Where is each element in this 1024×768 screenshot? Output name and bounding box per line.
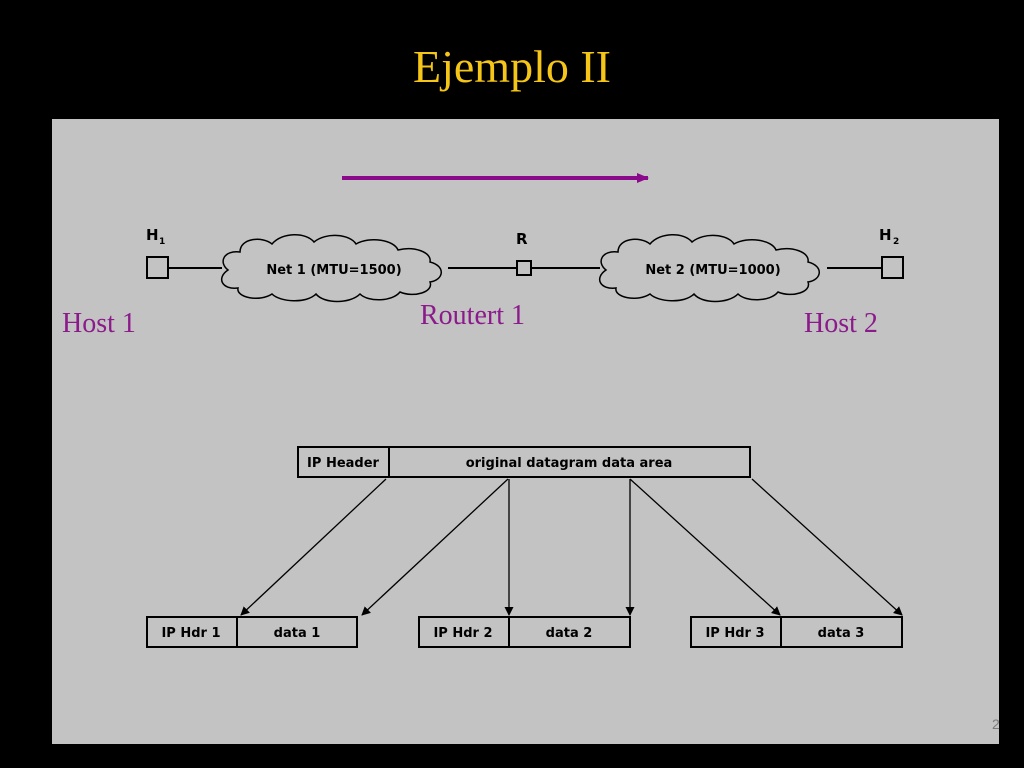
fragment-1: IP Hdr 1 data 1: [146, 616, 358, 648]
fragment-3: IP Hdr 3 data 3: [690, 616, 903, 648]
diagram-panel: [52, 119, 999, 744]
fragment-2: IP Hdr 2 data 2: [418, 616, 631, 648]
fragment-2-header: IP Hdr 2: [433, 626, 492, 641]
h2-label: H: [879, 226, 892, 244]
datagram-data-area: original datagram data area: [466, 456, 673, 471]
net2-cloud: Net 2 (MTU=1000): [598, 234, 820, 303]
fragment-1-header: IP Hdr 1: [161, 626, 220, 641]
h1-subscript: 1: [159, 237, 165, 247]
fragment-3-data: data 3: [818, 626, 865, 641]
router1-caption: Routert 1: [420, 300, 525, 331]
datagram-header: IP Header: [307, 456, 379, 471]
router-letter: R: [516, 230, 528, 248]
original-datagram: IP Header original datagram data area: [297, 446, 751, 478]
h2-subscript: 2: [893, 237, 899, 247]
fragment-1-data: data 1: [274, 626, 321, 641]
net2-label: Net 2 (MTU=1000): [645, 263, 780, 278]
net1-cloud: Net 1 (MTU=1500): [220, 234, 442, 303]
fragment-2-data: data 2: [546, 626, 593, 641]
fragment-arrows: [240, 478, 903, 616]
host2-node: [881, 256, 904, 279]
net1-label: Net 1 (MTU=1500): [266, 263, 401, 278]
fragment-3-header: IP Hdr 3: [705, 626, 764, 641]
router-node: [516, 260, 532, 276]
slide-title: Ejemplo II: [413, 41, 611, 92]
host1-node: [146, 256, 169, 279]
page-number: 2: [992, 716, 1000, 732]
host1-caption: Host 1: [62, 308, 136, 339]
host2-caption: Host 2: [804, 308, 878, 339]
h1-label: H: [146, 226, 159, 244]
